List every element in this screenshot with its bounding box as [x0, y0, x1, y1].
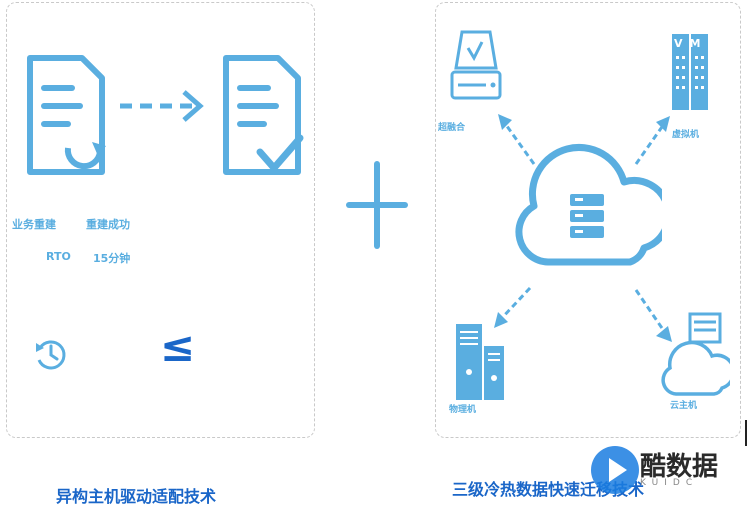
dashed-arrows-icon	[490, 100, 680, 350]
label-hyperconverged: 超融合	[438, 123, 466, 133]
brand-subtitle: KUIDC	[640, 478, 699, 488]
left-panel	[6, 2, 315, 438]
dashed-arrow-icon	[118, 88, 208, 124]
label-rto: RTO	[46, 250, 71, 263]
plus-icon	[345, 160, 409, 250]
physical-server-icon	[450, 320, 510, 404]
virtual-machine-icon	[670, 30, 710, 112]
left-caption: 异构主机驱动适配技术	[56, 487, 217, 506]
cloud-database-icon	[512, 128, 662, 278]
right-caption: 三级冷热数据快速迁移技术	[452, 480, 645, 499]
label-rebuild-success: 重建成功	[86, 218, 130, 231]
hyperconverged-server-icon	[446, 28, 506, 104]
clock-history-icon	[34, 336, 68, 372]
vm-badge: VM	[674, 37, 708, 50]
cloud-host-icon	[660, 310, 730, 400]
label-physical-machine: 物理机	[449, 405, 477, 415]
label-business-rebuild: 业务重建	[12, 218, 56, 231]
less-equal-symbol: ≤	[160, 322, 196, 371]
right-panel	[435, 2, 741, 438]
brand-name: 酷数据	[640, 452, 719, 482]
brand-logo-icon	[585, 440, 745, 500]
label-15-minutes: 15分钟	[93, 252, 131, 265]
document-check-icon	[216, 52, 306, 187]
document-refresh-icon	[20, 52, 110, 187]
label-virtual-machine: 虚拟机	[672, 130, 700, 140]
text-cursor	[745, 420, 747, 446]
label-cloud-host: 云主机	[670, 401, 698, 411]
